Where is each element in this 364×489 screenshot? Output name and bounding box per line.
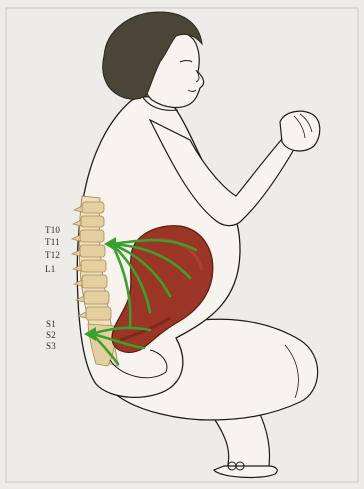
label-t12: T12 — [45, 251, 60, 260]
label-l1: L1 — [45, 265, 55, 274]
label-s1: S1 — [46, 320, 56, 329]
foot-outline — [214, 466, 277, 477]
vertebra-t10 — [82, 202, 104, 213]
label-s2: S2 — [46, 331, 56, 340]
vertebra-l2 — [81, 260, 106, 272]
label-t11: T11 — [45, 238, 60, 247]
vertebra-t11 — [81, 216, 104, 227]
fist-outline — [280, 111, 320, 151]
vertebra-l4 — [84, 291, 109, 304]
label-t10: T10 — [45, 226, 60, 235]
vertebra-l3 — [82, 275, 107, 288]
vertebra-l5 — [86, 307, 111, 320]
vertebra-t12 — [80, 230, 104, 242]
label-s3: S3 — [46, 342, 56, 351]
vertebra-l1 — [80, 245, 105, 257]
